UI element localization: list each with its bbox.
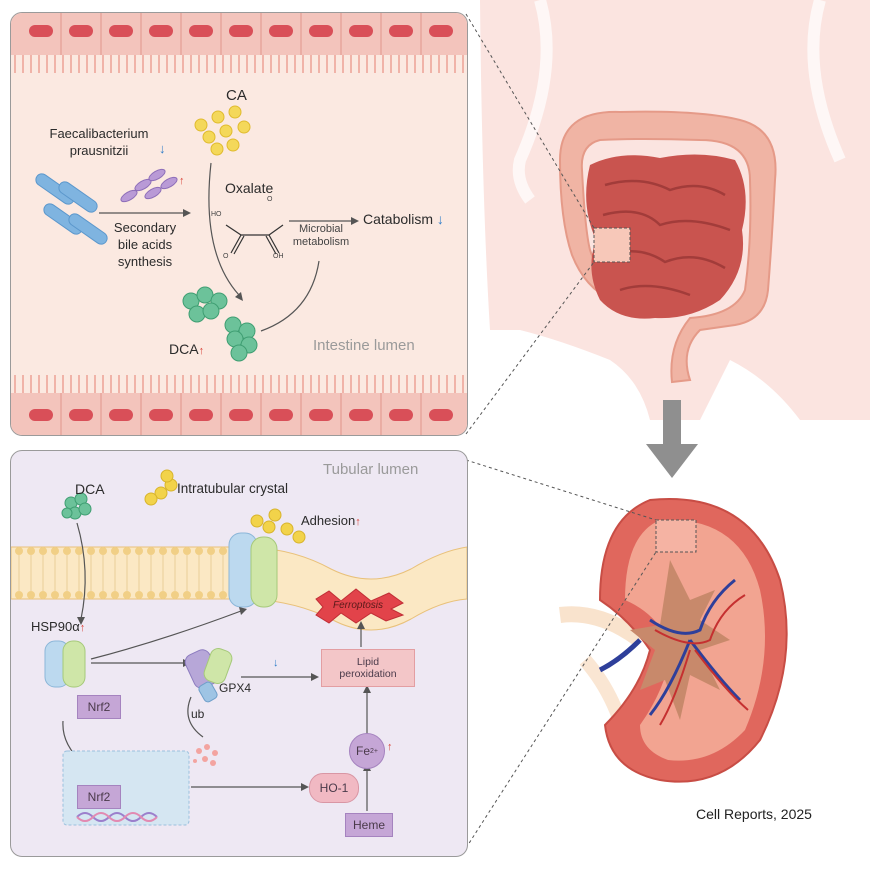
adhesion-trend: ↑ xyxy=(355,516,361,528)
citation: Cell Reports, 2025 xyxy=(696,806,812,822)
tubular-lumen-label: Tubular lumen xyxy=(323,461,419,478)
crystals-adhesion xyxy=(250,508,306,544)
bacterium-name: Faecalibacterium prausnitzii xyxy=(49,126,149,158)
lipid-peroxidation-box: Lipid peroxidation xyxy=(321,649,415,687)
bacterium-label: Faecalibacterium prausnitzii xyxy=(19,125,179,159)
adhesion-text: Adhesion xyxy=(301,513,356,528)
dca-label-kidney: DCA xyxy=(75,481,105,497)
bacteria-rods xyxy=(35,173,108,245)
gpx4-protein xyxy=(184,648,233,703)
adhesion-label: Adhesion↑ xyxy=(301,513,361,528)
bacterium-trend: ↓ xyxy=(159,141,166,156)
fe-trend: ↑ xyxy=(387,741,393,753)
kidney-zoom-box xyxy=(655,519,697,553)
oxalate-oh: OH xyxy=(273,253,284,260)
oxalate-structure xyxy=(225,224,284,255)
oxalate-label: Oxalate xyxy=(225,180,274,196)
dca-molecules xyxy=(182,286,258,362)
ca-molecules xyxy=(194,105,251,156)
tubular-panel: Tubular lumen DCA Intratubular crystal A… xyxy=(10,450,468,857)
kidney-illustration xyxy=(559,498,788,783)
torso-inner-highlight xyxy=(512,0,553,204)
fe-charge: 2+ xyxy=(370,747,378,755)
ho1-box: HO-1 xyxy=(309,773,359,803)
oxalate-o-top: O xyxy=(267,196,273,203)
tubular-graphics xyxy=(11,469,467,826)
intestine-lumen-label: Intestine lumen xyxy=(313,337,415,354)
ferroptosis-label: Ferroptosis xyxy=(333,600,384,611)
bacterium-right-trend: ↑ xyxy=(179,175,185,187)
nrf2-nucleus: Nrf2 xyxy=(77,785,121,809)
torso-inner-highlight-right xyxy=(807,0,846,163)
dca-trend: ↑ xyxy=(198,345,205,357)
ub-label: ub xyxy=(191,707,205,721)
dna-strand xyxy=(76,812,158,822)
membrane-protein xyxy=(228,532,278,608)
crystal-legend-icon xyxy=(144,469,178,506)
intestine-zoom-box xyxy=(593,227,631,263)
dca-text: DCA xyxy=(169,341,199,357)
secondary-bile-label: Secondary bile acids synthesis xyxy=(113,220,177,269)
hsp-label: HSP90α↑ xyxy=(31,619,85,634)
oxalate-o-bottom: O xyxy=(223,253,229,260)
catabolism-text: Catabolism xyxy=(363,211,434,227)
catabolism-trend: ↓ xyxy=(436,211,444,227)
crystal-label: Intratubular crystal xyxy=(177,481,289,496)
ca-label: CA xyxy=(226,87,247,104)
gpx4-trend: ↓ xyxy=(273,657,279,669)
purple-microbes xyxy=(120,168,178,203)
hsp-text: HSP90α xyxy=(31,619,80,634)
hsp-trend: ↑ xyxy=(79,622,86,634)
small-intestine xyxy=(586,154,746,319)
microbial-label: Microbial metabolism xyxy=(292,223,350,248)
heme-box: Heme xyxy=(345,813,393,837)
nrf2-cytoplasm: Nrf2 xyxy=(77,695,121,719)
oxalate-ho: HO xyxy=(211,211,222,218)
down-arrow-icon xyxy=(646,400,698,478)
dca-label: DCA↑ xyxy=(169,341,204,357)
intestine-panel: CA Faecalibacterium prausnitzii ↓ ↑ Oxal… xyxy=(10,12,468,436)
fe-text: Fe xyxy=(356,744,371,758)
gpx4-label: GPX4 xyxy=(219,681,252,695)
ferroptosis-burst xyxy=(315,588,405,624)
intestine-graphics xyxy=(11,13,467,435)
catabolism-label: Catabolism ↓ xyxy=(363,211,444,227)
degraded-fragments xyxy=(193,744,218,766)
hsp90-protein xyxy=(44,640,86,688)
dca-cluster xyxy=(61,492,92,520)
